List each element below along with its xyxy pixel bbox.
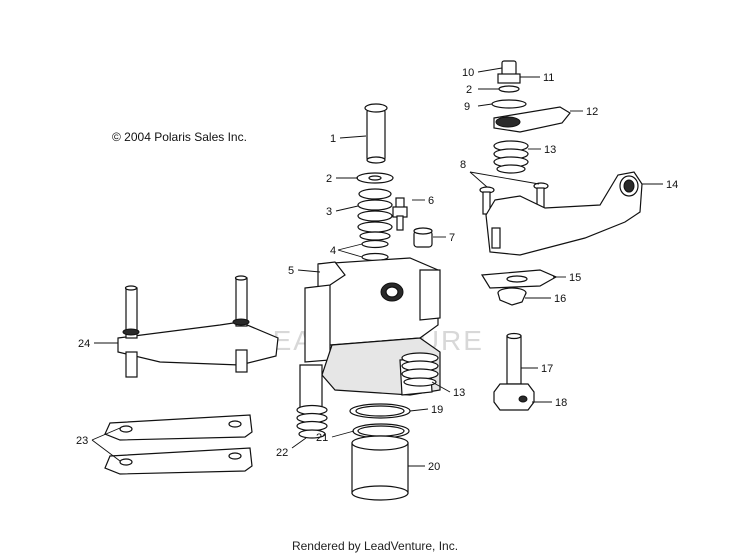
- callout-24: 24: [78, 338, 90, 350]
- copyright-notice: © 2004 Polaris Sales Inc.: [112, 130, 247, 144]
- gasket-part-15: [480, 269, 558, 289]
- callout-2-upper: 2: [466, 84, 472, 96]
- boot-part-13-lower: [401, 352, 439, 387]
- seal-part-19: [349, 403, 411, 419]
- callout-17: 17: [541, 363, 553, 375]
- callout-22: 22: [276, 447, 288, 459]
- cam-part-16: [497, 287, 527, 306]
- boot-part-22: [296, 404, 328, 439]
- callout-3: 3: [326, 206, 332, 218]
- lever-part-12: [493, 106, 571, 133]
- caliper-body-part-5: [299, 257, 441, 413]
- callout-9: 9: [464, 101, 470, 113]
- callout-labels: 1 2 3 4 5 6 7 8 9 10 11 12 13 14 15 16 1…: [76, 67, 678, 473]
- callout-14: 14: [666, 179, 678, 191]
- bleeder-part-6: [392, 197, 408, 231]
- callout-13-upper: 13: [544, 144, 556, 156]
- boot-part-13-upper: [493, 140, 529, 174]
- callout-13-lower: 13: [453, 387, 465, 399]
- washer-part-2b: [498, 85, 520, 93]
- bracket-part-24: [117, 275, 279, 378]
- callout-23: 23: [76, 435, 88, 447]
- callout-21: 21: [316, 432, 328, 444]
- shaft-part-17: [506, 332, 522, 385]
- brake-pads-part-23: [104, 414, 253, 475]
- callout-1: 1: [330, 133, 336, 145]
- pin-part-1: [364, 103, 388, 164]
- nut-part-11: [497, 73, 521, 84]
- callout-7: 7: [449, 232, 455, 244]
- callout-15: 15: [569, 272, 581, 284]
- washer-part-9: [491, 99, 527, 109]
- callout-6: 6: [428, 195, 434, 207]
- cap-part-7: [413, 227, 433, 248]
- spring-part-3: [357, 188, 393, 241]
- adjuster-part-18: [493, 383, 535, 411]
- nut-part-10: [501, 60, 517, 76]
- callout-19: 19: [431, 404, 443, 416]
- callout-2: 2: [326, 173, 332, 185]
- callout-20: 20: [428, 461, 440, 473]
- piston-part-20: [351, 435, 409, 501]
- callout-12: 12: [586, 106, 598, 118]
- callout-4: 4: [330, 245, 336, 257]
- callout-5: 5: [288, 265, 294, 277]
- callout-11: 11: [543, 72, 554, 84]
- o-rings-part-4: [361, 239, 389, 262]
- footer-credit: Rendered by LeadVenture, Inc.: [291, 539, 459, 553]
- callout-10: 10: [462, 67, 474, 79]
- arm-bracket-part-14: [485, 171, 643, 256]
- washer-part-2: [356, 172, 394, 184]
- callout-18: 18: [555, 397, 567, 409]
- leader-lines: [91, 67, 663, 467]
- callout-8: 8: [460, 159, 466, 171]
- callout-16: 16: [554, 293, 566, 305]
